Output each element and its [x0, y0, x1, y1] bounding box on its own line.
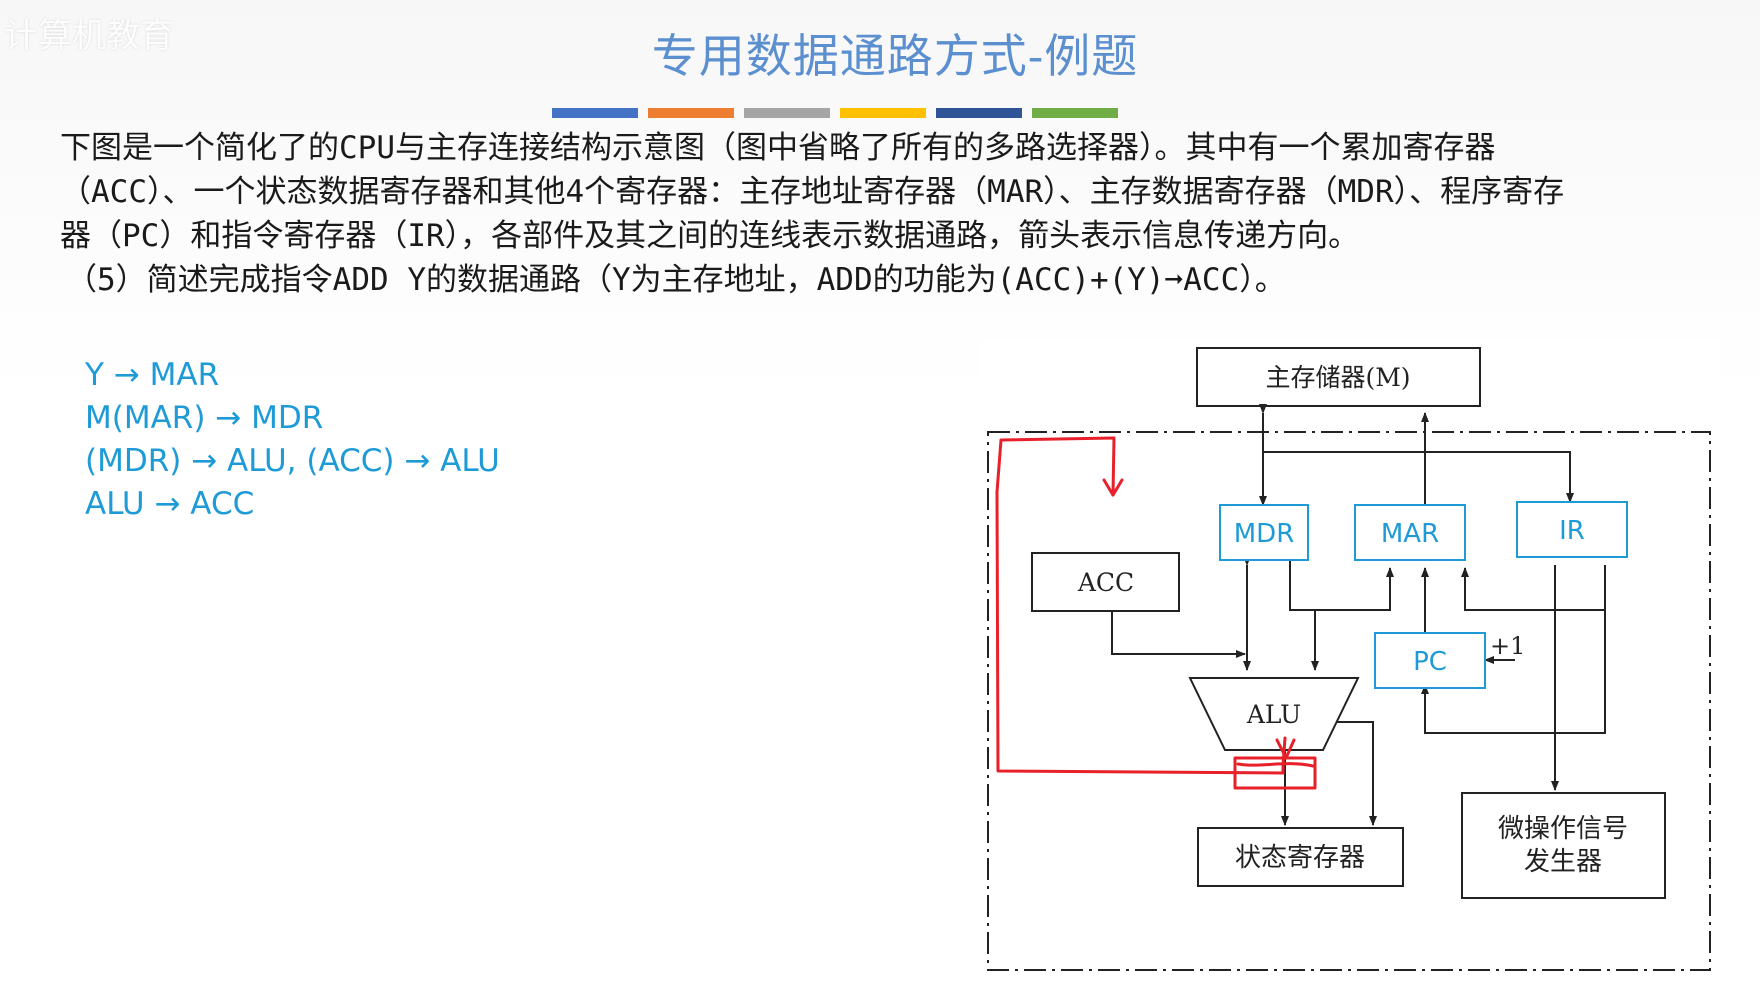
- pc-label: PC: [1413, 647, 1447, 677]
- pc-box: [1374, 632, 1486, 689]
- ir-box: [1516, 501, 1628, 558]
- watermark: 计算机教育: [4, 16, 174, 56]
- color-bar-segment: [552, 108, 638, 118]
- plus-one-label: +1: [1490, 632, 1525, 660]
- color-bar-segment: [936, 108, 1022, 118]
- answer-step: Y → MAR: [85, 357, 220, 393]
- alu-label: ALU: [1246, 700, 1301, 729]
- cpu-boundary: [987, 431, 1711, 971]
- memory-box: [1196, 347, 1481, 407]
- color-bar-segment: [1032, 108, 1118, 118]
- problem-statement: 下图是一个简化了的CPU与主存连接结构示意图（图中省略了所有的多路选择器）。其中…: [60, 126, 1590, 302]
- memory-label: 主存储器(M): [1265, 363, 1410, 392]
- micro-op-generator-box: [1461, 792, 1666, 899]
- mar-label: MAR: [1381, 519, 1439, 549]
- problem-question: （5）简述完成指令ADD Y的数据通路（Y为主存地址，ADD的功能为(ACC)+…: [66, 262, 1286, 298]
- micro-op-generator-label-line2: 发生器: [1524, 847, 1602, 877]
- answer-steps: Y → MAR M(MAR) → MDR (MDR) → ALU, (ACC) …: [85, 354, 500, 526]
- status-register-label: 状态寄存器: [1235, 843, 1365, 873]
- color-bar-segment: [840, 108, 926, 118]
- color-bar-segment: [744, 108, 830, 118]
- answer-step: (MDR) → ALU, (ACC) → ALU: [85, 443, 500, 479]
- mdr-box: [1219, 504, 1309, 561]
- alu-shape: [1188, 677, 1360, 751]
- status-register-box: [1197, 827, 1404, 887]
- answer-step: M(MAR) → MDR: [85, 400, 324, 436]
- acc-box: [1031, 552, 1180, 612]
- mdr-label: MDR: [1234, 519, 1295, 549]
- slide-title: 专用数据通路方式-例题: [651, 29, 1139, 83]
- problem-paragraph: 下图是一个简化了的CPU与主存连接结构示意图（图中省略了所有的多路选择器）。其中…: [60, 130, 1565, 254]
- micro-op-generator-label-line1: 微操作信号: [1498, 814, 1628, 844]
- cpu-memory-diagram: 主存储器(M) MDR MAR IR PC +1: [980, 340, 1720, 980]
- answer-step: ALU → ACC: [85, 486, 255, 522]
- color-bar-segment: [648, 108, 734, 118]
- ir-label: IR: [1559, 516, 1585, 546]
- acc-label: ACC: [1077, 568, 1134, 597]
- mar-box: [1354, 504, 1466, 561]
- title-color-bar: [552, 108, 1118, 118]
- red-annotation: [995, 436, 1317, 790]
